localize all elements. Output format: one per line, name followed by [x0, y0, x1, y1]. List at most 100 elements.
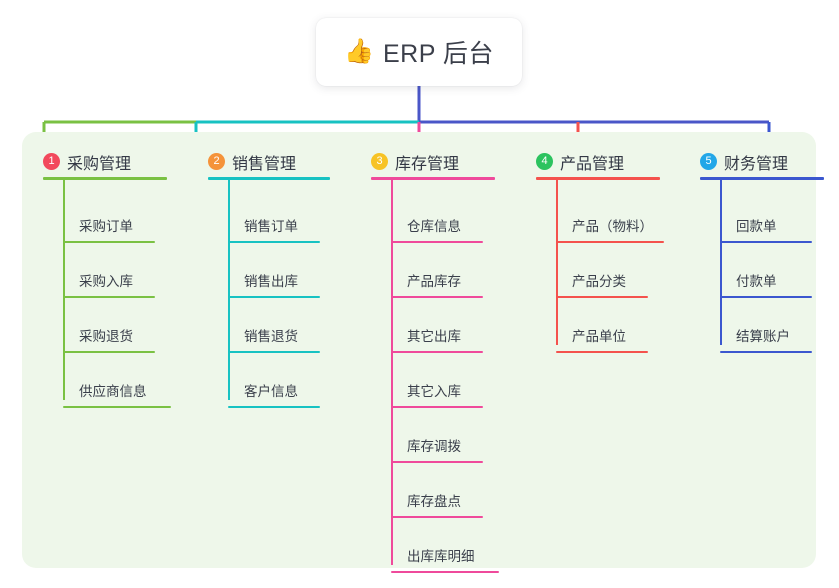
leaf-rule — [391, 241, 483, 243]
branch-title-5: 财务管理 — [724, 155, 789, 173]
leaf-label: 采购退货 — [79, 328, 133, 344]
branch-badge-5: 5 — [700, 153, 717, 170]
leaf-item[interactable]: 产品单位 — [556, 298, 679, 353]
leaf-rule — [391, 296, 483, 298]
leaf-list-2: 销售订单 销售出库 销售退货 客户信息 — [228, 180, 350, 408]
branch-spine-2 — [228, 180, 230, 400]
branch-header-3[interactable]: 3 库存管理 — [371, 132, 515, 180]
leaf-label: 采购订单 — [79, 218, 133, 234]
leaf-item[interactable]: 销售订单 — [228, 188, 350, 243]
leaf-label: 仓库信息 — [407, 218, 461, 234]
leaf-rule — [720, 351, 812, 353]
branch-badge-3: 3 — [371, 153, 388, 170]
leaf-rule — [556, 296, 648, 298]
branch-columns: 1 采购管理 采购订单 采购入库 采购退货 供应 — [22, 132, 824, 573]
branch-column-3: 3 库存管理 仓库信息 产品库存 其它出库 其它 — [350, 132, 515, 573]
leaf-item[interactable]: 其它出库 — [391, 298, 515, 353]
leaf-label: 产品分类 — [572, 273, 626, 289]
leaf-item[interactable]: 销售退货 — [228, 298, 350, 353]
leaf-label: 供应商信息 — [79, 383, 147, 399]
leaf-list-3: 仓库信息 产品库存 其它出库 其它入库 库存调拨 — [391, 180, 515, 573]
leaf-item[interactable]: 供应商信息 — [63, 353, 187, 408]
leaf-label: 采购入库 — [79, 273, 133, 289]
leaf-rule — [228, 241, 320, 243]
leaf-rule — [391, 406, 483, 408]
branch-title-2: 销售管理 — [232, 155, 297, 173]
branch-badge-4: 4 — [536, 153, 553, 170]
branch-title-3: 库存管理 — [395, 155, 460, 173]
leaf-item[interactable]: 库存盘点 — [391, 463, 515, 518]
leaf-item[interactable]: 销售出库 — [228, 243, 350, 298]
leaf-label: 销售订单 — [244, 218, 298, 234]
branch-header-5[interactable]: 5 财务管理 — [700, 132, 824, 180]
leaf-label: 其它出库 — [407, 328, 461, 344]
branch-badge-1: 1 — [43, 153, 60, 170]
leaf-item[interactable]: 结算账户 — [720, 298, 816, 353]
leaf-rule — [556, 351, 648, 353]
branch-header-4[interactable]: 4 产品管理 — [536, 132, 679, 180]
branch-header-rule-4 — [536, 177, 660, 180]
leaf-item[interactable]: 出库库明细 — [391, 518, 515, 573]
leaf-rule — [228, 351, 320, 353]
leaf-item[interactable]: 库存调拨 — [391, 408, 515, 463]
branch-column-4: 4 产品管理 产品（物料） 产品分类 产品单位 — [515, 132, 679, 568]
leaf-rule — [63, 241, 155, 243]
root-node[interactable]: 👍 ERP 后台 — [316, 18, 522, 86]
leaf-rule — [228, 406, 320, 408]
leaf-rule — [720, 241, 812, 243]
root-title: ERP 后台 — [382, 40, 494, 68]
leaf-rule — [63, 406, 171, 408]
leaf-item[interactable]: 采购订单 — [63, 188, 187, 243]
leaf-item[interactable]: 采购入库 — [63, 243, 187, 298]
branch-header-rule-2 — [208, 177, 330, 180]
branch-panel — [22, 132, 816, 568]
leaf-item[interactable]: 回款单 — [720, 188, 816, 243]
branch-spine-5 — [720, 180, 722, 345]
leaf-item[interactable]: 仓库信息 — [391, 188, 515, 243]
leaf-rule — [63, 351, 155, 353]
leaf-label: 付款单 — [736, 273, 777, 289]
branch-header-rule-1 — [43, 177, 167, 180]
branch-header-rule-5 — [700, 177, 824, 180]
leaf-label: 产品（物料） — [572, 218, 653, 234]
leaf-list-1: 采购订单 采购入库 采购退货 供应商信息 — [63, 180, 187, 408]
branch-column-5: 5 财务管理 回款单 付款单 结算账户 — [679, 132, 824, 568]
leaf-item[interactable]: 付款单 — [720, 243, 816, 298]
leaf-label: 出库库明细 — [407, 548, 475, 564]
leaf-item[interactable]: 客户信息 — [228, 353, 350, 408]
leaf-label: 客户信息 — [244, 383, 298, 399]
branch-column-2: 2 销售管理 销售订单 销售出库 销售退货 客户 — [187, 132, 350, 568]
leaf-label: 产品库存 — [407, 273, 461, 289]
leaf-label: 回款单 — [736, 218, 777, 234]
branch-title-4: 产品管理 — [560, 155, 625, 173]
leaf-rule — [720, 296, 812, 298]
leaf-item[interactable]: 采购退货 — [63, 298, 187, 353]
leaf-item[interactable]: 产品分类 — [556, 243, 679, 298]
branch-header-1[interactable]: 1 采购管理 — [43, 132, 187, 180]
branch-spine-1 — [63, 180, 65, 400]
leaf-item[interactable]: 产品（物料） — [556, 188, 679, 243]
leaf-item[interactable]: 产品库存 — [391, 243, 515, 298]
leaf-label: 库存盘点 — [407, 493, 461, 509]
leaf-item[interactable]: 其它入库 — [391, 353, 515, 408]
branch-column-1: 1 采购管理 采购订单 采购入库 采购退货 供应 — [22, 132, 187, 568]
leaf-label: 其它入库 — [407, 383, 461, 399]
leaf-label: 销售退货 — [244, 328, 298, 344]
branch-spine-4 — [556, 180, 558, 345]
branch-header-2[interactable]: 2 销售管理 — [208, 132, 350, 180]
leaf-label: 销售出库 — [244, 273, 298, 289]
leaf-label: 库存调拨 — [407, 438, 461, 454]
leaf-rule — [556, 241, 664, 243]
leaf-list-5: 回款单 付款单 结算账户 — [720, 180, 816, 353]
leaf-label: 结算账户 — [736, 328, 790, 344]
branch-spine-3 — [391, 180, 393, 565]
leaf-rule — [391, 516, 483, 518]
branch-badge-2: 2 — [208, 153, 225, 170]
thumbs-up-icon: 👍 — [344, 38, 374, 65]
leaf-rule — [228, 296, 320, 298]
leaf-list-4: 产品（物料） 产品分类 产品单位 — [556, 180, 679, 353]
leaf-rule — [391, 461, 483, 463]
branch-title-1: 采购管理 — [67, 155, 132, 173]
leaf-rule — [391, 351, 483, 353]
